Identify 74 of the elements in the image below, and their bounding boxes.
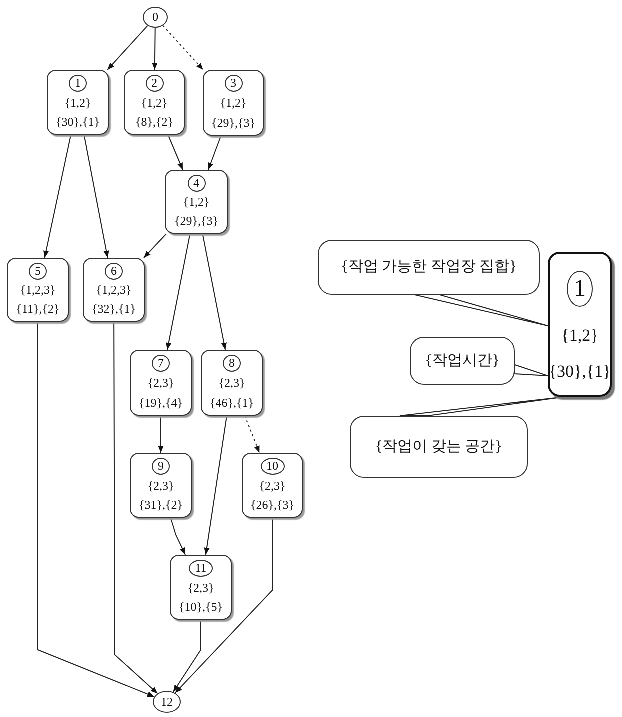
workstation-set: {2,3} (218, 376, 246, 392)
task-box (130, 350, 192, 416)
callout-bubble (410, 337, 515, 385)
arrow (162, 25, 204, 70)
arrow (170, 518, 186, 556)
task-number: 1 (567, 270, 593, 306)
task-box (7, 258, 69, 322)
arrow (244, 416, 260, 454)
arrow (84, 134, 110, 258)
task-number: 5 (29, 262, 47, 280)
task-number: 4 (188, 174, 206, 192)
workstation-set: {1,2} (183, 195, 210, 210)
callout-tail (400, 396, 566, 416)
time-and-space: {8},{2} (135, 115, 174, 130)
task-box (165, 170, 228, 234)
task-number: 9 (152, 458, 170, 475)
task-number: 8 (223, 355, 241, 372)
callout-tail (414, 294, 548, 326)
workstation-set: {2,3} (188, 581, 214, 596)
time-and-space: {30},{1} (56, 115, 100, 130)
task-number: 11 (189, 560, 213, 577)
workstation-set: {1,2} (64, 96, 92, 111)
time-and-space: {46},{1} (210, 396, 254, 411)
arrow (107, 25, 148, 70)
arrow (44, 134, 72, 258)
task-box (201, 350, 263, 416)
callout-text: {작업이 갖는 공간} (376, 440, 502, 454)
callout-tail (514, 364, 548, 376)
workstation-set: {2,3} (148, 376, 174, 392)
task-box (47, 70, 109, 135)
time-and-space: {31},{2} (138, 498, 184, 513)
task-box (242, 453, 303, 518)
workstation-set: {2,3} (259, 479, 286, 494)
time-and-space: {26},{3} (250, 498, 295, 513)
time-and-space: {29},{3} (211, 116, 256, 131)
arrow (152, 28, 158, 70)
time-and-space: {29},{3} (174, 214, 219, 230)
task-number: 10 (260, 458, 284, 475)
callout-text: {작업 가능한 작업장 집합} (341, 260, 517, 275)
time-and-space: {11},{2} (16, 302, 60, 318)
arrow (208, 136, 222, 170)
time-and-space: {30},{1} (548, 364, 612, 378)
task-number: 7 (152, 355, 170, 372)
workstation-set: {1,2} (141, 96, 168, 111)
workstation-set: {1,2,3} (20, 283, 56, 298)
task-box (203, 70, 264, 136)
task-number: 6 (105, 262, 123, 280)
workstation-set: {1,2} (561, 328, 599, 342)
arrow (174, 518, 274, 694)
arrow (166, 234, 191, 350)
workstation-set: {1,2,3} (96, 283, 132, 298)
time-and-space: {32},{1} (92, 302, 136, 318)
time-and-space: {10},{5} (178, 600, 224, 615)
arrow (144, 234, 167, 258)
arrow (38, 322, 156, 698)
arrow (158, 416, 164, 454)
workstation-set: {1,2} (220, 96, 247, 112)
task-box (170, 555, 232, 620)
time-and-space: {19},{4} (138, 396, 184, 411)
arrow (172, 620, 202, 693)
task-number: 3 (224, 75, 242, 92)
task-number: 1 (69, 75, 87, 92)
task-box (124, 70, 185, 135)
task-number: 2 (146, 75, 164, 92)
arrow (202, 234, 227, 350)
arrow (168, 134, 184, 170)
node-circle: 0 (143, 7, 168, 28)
workstation-set: {2,3} (148, 479, 174, 494)
node-circle: 12 (153, 691, 181, 713)
arrow (114, 322, 158, 694)
callout-text: {작업시간} (425, 354, 500, 368)
arrow (204, 416, 228, 556)
task-box (83, 258, 145, 322)
task-box (130, 453, 192, 518)
